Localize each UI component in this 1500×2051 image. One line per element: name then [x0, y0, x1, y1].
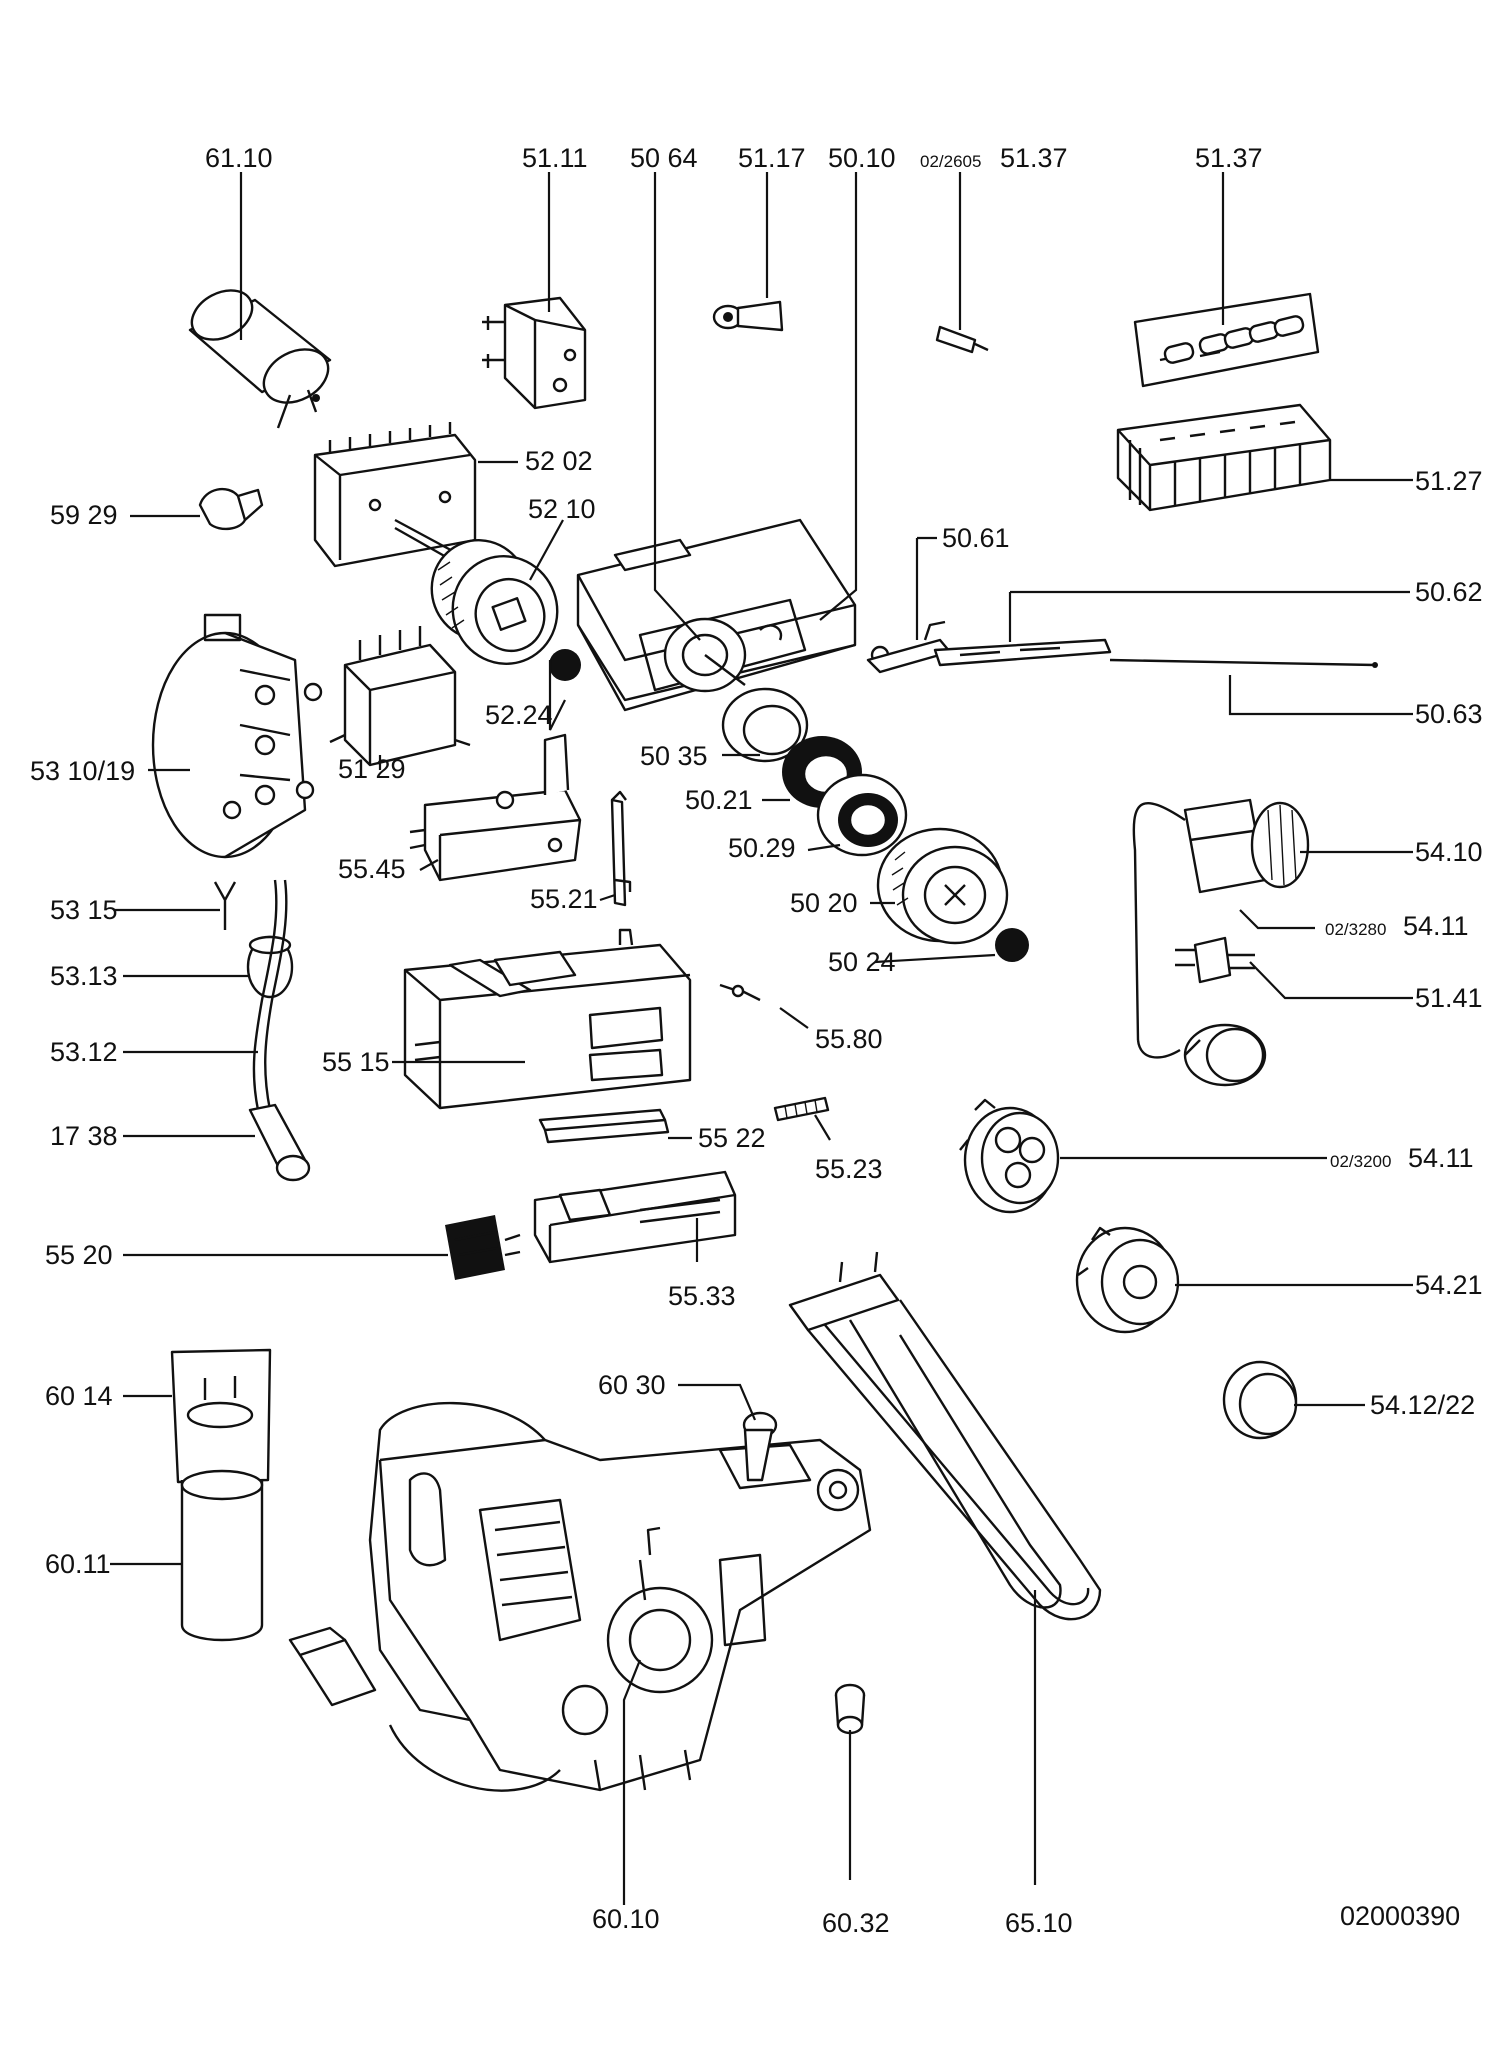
part-65-10-heater [788, 1251, 1102, 1621]
part-53-12-hose [252, 879, 288, 1111]
label-53-13: 53.13 [50, 961, 118, 991]
part-54-12-ring [1222, 1360, 1298, 1440]
label-51-17: 51.17 [738, 143, 806, 173]
part-52-02-housing [313, 422, 477, 568]
label-55-45: 55.45 [338, 854, 406, 884]
part-labels: 61.10 51.11 50 64 51.17 50.10 02/2605 51… [30, 143, 1483, 1938]
label-51-27: 51.27 [1415, 466, 1483, 496]
label-52-02: 52 02 [525, 446, 593, 476]
label-54-11-a-prefix: 02/3280 [1325, 920, 1386, 939]
part-60-32-nut [834, 1683, 866, 1735]
label-55-21: 55.21 [530, 884, 598, 914]
label-52-24: 52.24 [485, 700, 553, 730]
part-50-20-knob [876, 827, 1009, 945]
label-51-11: 51.11 [522, 143, 588, 173]
part-51-41-plug [1175, 936, 1255, 984]
label-55-22: 55 22 [698, 1123, 766, 1153]
label-55-80: 55.80 [815, 1024, 883, 1054]
leader-lines [110, 172, 1413, 1905]
part-50-29-dial-ring [816, 773, 908, 857]
part-59-29-clip [198, 487, 264, 531]
part-motor-wire-plug [288, 1626, 561, 1792]
part-17-38-hose-end [248, 1103, 311, 1182]
part-60-10-pump-motor [368, 1401, 872, 1792]
part-51-17-lamp [712, 300, 784, 332]
label-54-21: 54.21 [1415, 1270, 1483, 1300]
part-51-37-pin [935, 325, 989, 354]
part-51-37-strip [1133, 292, 1320, 388]
part-50-24-button [995, 928, 1029, 962]
part-55-45-door-switch [409, 733, 582, 882]
part-53-13-hose-clip [246, 935, 294, 999]
part-55-21-lever [610, 790, 632, 907]
label-document-number: 02000390 [1340, 1901, 1460, 1931]
part-52-10-selector [394, 518, 559, 665]
label-51-37-b: 51.37 [1195, 143, 1263, 173]
label-50-35: 50 35 [640, 741, 708, 771]
label-51-41: 51.41 [1415, 983, 1483, 1013]
part-50-62-slider [933, 638, 1112, 667]
label-60-10: 60.10 [592, 1904, 660, 1934]
label-55-20: 55 20 [45, 1240, 113, 1270]
label-60-14: 60 14 [45, 1381, 113, 1411]
part-55-23-spring [773, 1096, 830, 1122]
label-55-23: 55.23 [815, 1154, 883, 1184]
label-53-10-19: 53 10/19 [30, 756, 135, 786]
label-65-10: 65.10 [1005, 1908, 1073, 1938]
part-55-22-bar [538, 1108, 670, 1144]
label-54-11-a: 54.11 [1403, 911, 1469, 941]
part-51-11-switch [482, 296, 587, 410]
label-54-11-b: 54.11 [1408, 1143, 1474, 1173]
part-54-11-sensor-a [1183, 1023, 1267, 1087]
part-52-24-button [549, 649, 581, 681]
label-50-62: 50.62 [1415, 577, 1483, 607]
label-50-29: 50.29 [728, 833, 796, 863]
label-54-12-22: 54.12/22 [1370, 1390, 1475, 1420]
part-54-11-sensor-b [959, 1098, 1060, 1214]
part-50-10-control-housing [576, 518, 857, 712]
label-54-10: 54.10 [1415, 837, 1483, 867]
label-50-24: 50 24 [828, 947, 896, 977]
part-60-30-pin [742, 1411, 778, 1482]
part-55-20-switch [445, 1215, 521, 1280]
part-53-10-pressure-switch [151, 613, 323, 859]
part-50-35-ring [721, 687, 809, 763]
part-50-61-lever [866, 620, 952, 674]
label-61-10: 61.10 [205, 143, 273, 173]
label-55-15: 55 15 [322, 1047, 390, 1077]
label-53-12: 53.12 [50, 1037, 118, 1067]
label-51-29: 51 29 [338, 754, 406, 784]
label-50-21: 50.21 [685, 785, 753, 815]
label-50-20: 50 20 [790, 888, 858, 918]
part-54-21-sensor [1075, 1226, 1180, 1334]
part-54-10-thermostat [1132, 798, 1310, 1059]
part-51-27-connector-block [1116, 403, 1332, 512]
label-17-38: 17 38 [50, 1121, 118, 1151]
part-51-29-relay [329, 626, 471, 767]
part-53-15-y-connector [213, 881, 237, 930]
label-51-37-prefix: 02/2605 [920, 152, 981, 171]
part-61-10-capacitor [188, 289, 332, 429]
label-53-15: 53 15 [50, 895, 118, 925]
part-55-80-pin [719, 983, 761, 1002]
label-60-11: 60.11 [45, 1549, 111, 1579]
label-50-63: 50.63 [1415, 699, 1483, 729]
part-55-33-slider-housing [533, 1170, 737, 1264]
part-60-11-capacitor [180, 1469, 264, 1642]
part-55-15-door-lock [403, 928, 692, 1110]
label-50-10: 50.10 [828, 143, 896, 173]
part-60-14-cap-bracket [170, 1348, 272, 1484]
part-50-63-rod [1109, 658, 1378, 668]
label-60-30: 60 30 [598, 1370, 666, 1400]
label-50-61: 50.61 [942, 523, 1010, 553]
label-59-29: 59 29 [50, 500, 118, 530]
label-54-11-b-prefix: 02/3200 [1330, 1152, 1391, 1171]
label-52-10: 52 10 [528, 494, 596, 524]
label-55-33: 55.33 [668, 1281, 736, 1311]
label-50-64: 50 64 [630, 143, 698, 173]
label-51-37-a: 51.37 [1000, 143, 1068, 173]
label-60-32: 60.32 [822, 1908, 890, 1938]
